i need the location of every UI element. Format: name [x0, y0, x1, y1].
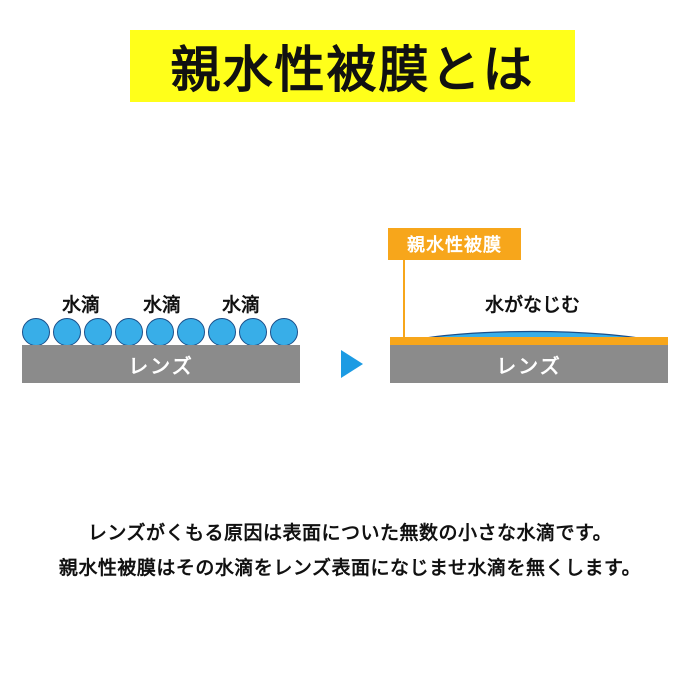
- water-droplet: [84, 318, 112, 346]
- arrow-right-icon: [341, 350, 363, 378]
- water-droplet: [239, 318, 267, 346]
- lens-right-label: レンズ: [496, 353, 562, 378]
- drop-label-1: 水滴: [62, 294, 101, 316]
- caption-line-2: 親水性被膜はその水滴をレンズ表面になじませ水滴を無くします。: [58, 557, 642, 579]
- lens-left-label: レンズ: [128, 353, 194, 378]
- water-droplet: [53, 318, 81, 346]
- coating-layer: [390, 337, 668, 346]
- coating-tag-label: 親水性被膜: [407, 235, 502, 256]
- coating-pointer-line: [403, 260, 405, 340]
- drop-label-2: 水滴: [143, 294, 182, 316]
- lens-right: レンズ: [390, 345, 668, 383]
- lens-left: レンズ: [22, 345, 300, 383]
- water-spread-label: 水がなじむ: [485, 294, 581, 316]
- title-banner: 親水性被膜とは: [130, 30, 575, 102]
- page-title: 親水性被膜とは: [170, 41, 535, 99]
- water-droplet: [146, 318, 174, 346]
- water-droplet: [177, 318, 205, 346]
- caption-line-1: レンズがくもる原因は表面についた無数の小さな水滴です。: [87, 522, 613, 544]
- coating-tag: 親水性被膜: [388, 228, 521, 260]
- water-droplet: [22, 318, 50, 346]
- drop-label-3: 水滴: [222, 294, 261, 316]
- water-droplet: [270, 318, 298, 346]
- water-droplets: [22, 318, 302, 348]
- water-droplet: [115, 318, 143, 346]
- water-droplet: [208, 318, 236, 346]
